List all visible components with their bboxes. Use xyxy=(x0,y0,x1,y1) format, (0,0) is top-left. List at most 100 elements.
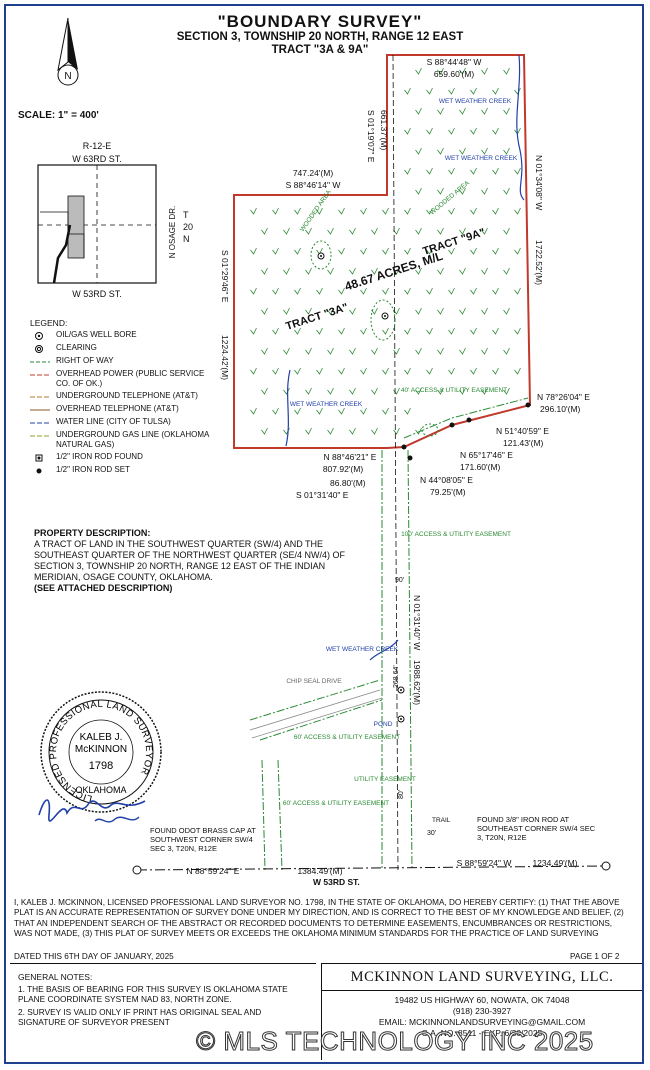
vegetation-tick xyxy=(349,307,356,315)
vegetation-tick xyxy=(360,287,367,295)
vicinity-bottom-street: W 53RD ST. xyxy=(72,289,122,299)
vegetation-tick xyxy=(514,327,521,335)
vegetation-tick xyxy=(481,107,488,115)
pond-label: POND xyxy=(374,721,393,728)
note-1: 1. THE BASIS OF BEARING FOR THIS SURVEY … xyxy=(18,984,288,1004)
chip-seal-drive xyxy=(249,689,383,739)
vegetation-tick xyxy=(492,327,499,335)
vegetation-tick xyxy=(294,247,301,255)
legend-item: 1/2" IRON ROD FOUND xyxy=(30,452,230,463)
vegetation-tick xyxy=(382,367,389,375)
iron-set xyxy=(36,468,42,474)
vegetation-tick xyxy=(349,267,356,275)
vegetation-tick xyxy=(404,167,411,175)
vegetation-tick xyxy=(261,227,268,235)
vegetation-tick xyxy=(360,407,367,415)
vegetation-tick xyxy=(470,127,477,135)
vegetation-tick xyxy=(514,167,521,175)
legend-item: WATER LINE (CITY OF TULSA) xyxy=(30,417,230,428)
title-block: MCKINNON LAND SURVEYING, LLC. 19482 US H… xyxy=(321,963,642,1060)
vegetation-tick xyxy=(503,67,510,75)
vegetation-tick xyxy=(305,387,312,395)
vegetation-tick xyxy=(327,427,334,435)
vegetation-tick xyxy=(437,267,444,275)
signature-icon xyxy=(38,799,146,823)
dated-line: DATED THIS 6TH DAY OF JANUARY, 2025 xyxy=(14,952,174,961)
sheet-border xyxy=(4,4,644,1064)
vegetation-tick xyxy=(481,347,488,355)
legend-item-label: 1/2" IRON ROD FOUND xyxy=(56,452,143,461)
vegetation-tick xyxy=(393,347,400,355)
iron-rods xyxy=(401,402,531,461)
scale-label: SCALE: 1" = 400' xyxy=(18,110,99,121)
vegetation-tick xyxy=(415,147,422,155)
dim-268: 268.64' xyxy=(393,665,400,688)
vegetation-tick xyxy=(426,87,433,95)
vegetation-tick xyxy=(492,127,499,135)
clearing-icon xyxy=(35,345,43,353)
legend-item: OVERHEAD POWER (PUBLIC SERVICE CO. OF OK… xyxy=(30,369,230,389)
vegetation-tick xyxy=(437,387,444,395)
vegetation-tick xyxy=(459,227,466,235)
vegetation-tick xyxy=(415,67,422,75)
easement-100: 100' ACCESS & UTILITY EASEMENT xyxy=(401,531,511,538)
legend-title: LEGEND: xyxy=(30,318,68,328)
vegetation-tick xyxy=(349,387,356,395)
vegetation-tick xyxy=(272,407,279,415)
c1-bearing: N 78°26'04" E xyxy=(537,392,590,402)
vegetation-tick xyxy=(437,187,444,195)
vegetation-tick xyxy=(371,427,378,435)
vegetation-tick xyxy=(316,287,323,295)
dim-80: 80' xyxy=(398,790,405,799)
c3-distance: 171.60'(M) xyxy=(460,462,501,472)
vegetation-tick xyxy=(503,227,510,235)
vegetation-tick xyxy=(349,427,356,435)
vegetation-tick xyxy=(338,247,345,255)
vegetation-tick xyxy=(470,287,477,295)
vegetation-tick xyxy=(426,247,433,255)
vegetation-tick xyxy=(437,147,444,155)
east-distance: 1722.52'(M) xyxy=(534,240,544,285)
well-icon xyxy=(35,332,43,340)
vegetation-tick xyxy=(459,387,466,395)
vegetation-tick xyxy=(371,387,378,395)
north-distance: 659.60'(M) xyxy=(434,69,475,79)
vegetation-tick xyxy=(415,227,422,235)
vegetation-tick xyxy=(338,287,345,295)
vegetation-tick xyxy=(272,207,279,215)
row-line xyxy=(30,361,50,363)
vegetation-tick xyxy=(470,367,477,375)
vegetation-tick xyxy=(393,387,400,395)
vegetation-tick xyxy=(481,67,488,75)
vegetation-tick xyxy=(481,187,488,195)
trail-label: TRAIL xyxy=(432,817,451,824)
c2-bearing: N 51°40'59" E xyxy=(496,426,549,436)
vegetation-tick xyxy=(338,327,345,335)
survey-subtitle: SECTION 3, TOWNSHIP 20 NORTH, RANGE 12 E… xyxy=(176,31,464,43)
company-email: EMAIL: MCKINNONLANDSURVEYING@GMAIL.COM xyxy=(378,1017,586,1027)
tract-3a-label: TRACT "3A" xyxy=(284,301,349,332)
c4-distance: 79.25'(M) xyxy=(430,487,466,497)
legend-item-label: UNDERGROUND GAS LINE (OKLAHOMA NATURAL G… xyxy=(56,430,209,449)
south-distance: 807.92'(M) xyxy=(323,464,364,474)
creek-label-3: WET WEATHER CREEK xyxy=(290,401,363,408)
vegetation-tick xyxy=(481,227,488,235)
vegetation-tick xyxy=(459,267,466,275)
vicinity-t: T xyxy=(183,210,189,220)
company-name: MCKINNON LAND SURVEYING, LLC. xyxy=(350,969,614,985)
vegetation-tick xyxy=(250,287,257,295)
vegetation-tick xyxy=(470,327,477,335)
surveyor-seal: LICENSED PROFESSIONAL LAND SURVEYOR KALE… xyxy=(40,691,162,813)
oht-line xyxy=(30,409,50,411)
vegetation-tick xyxy=(514,87,521,95)
legend-item: OIL/GAS WELL BORE xyxy=(30,330,230,341)
legend-item: UNDERGROUND TELEPHONE (AT&T) xyxy=(30,391,230,402)
vegetation-tick xyxy=(349,227,356,235)
vegetation-tick xyxy=(437,347,444,355)
creek-lines xyxy=(285,54,525,661)
vegetation-tick xyxy=(382,327,389,335)
property-description: PROPERTY DESCRIPTION: A TRACT OF LAND IN… xyxy=(34,528,364,594)
vegetation-tick xyxy=(514,207,521,215)
vegetation-tick xyxy=(338,367,345,375)
vegetation-tick xyxy=(360,367,367,375)
